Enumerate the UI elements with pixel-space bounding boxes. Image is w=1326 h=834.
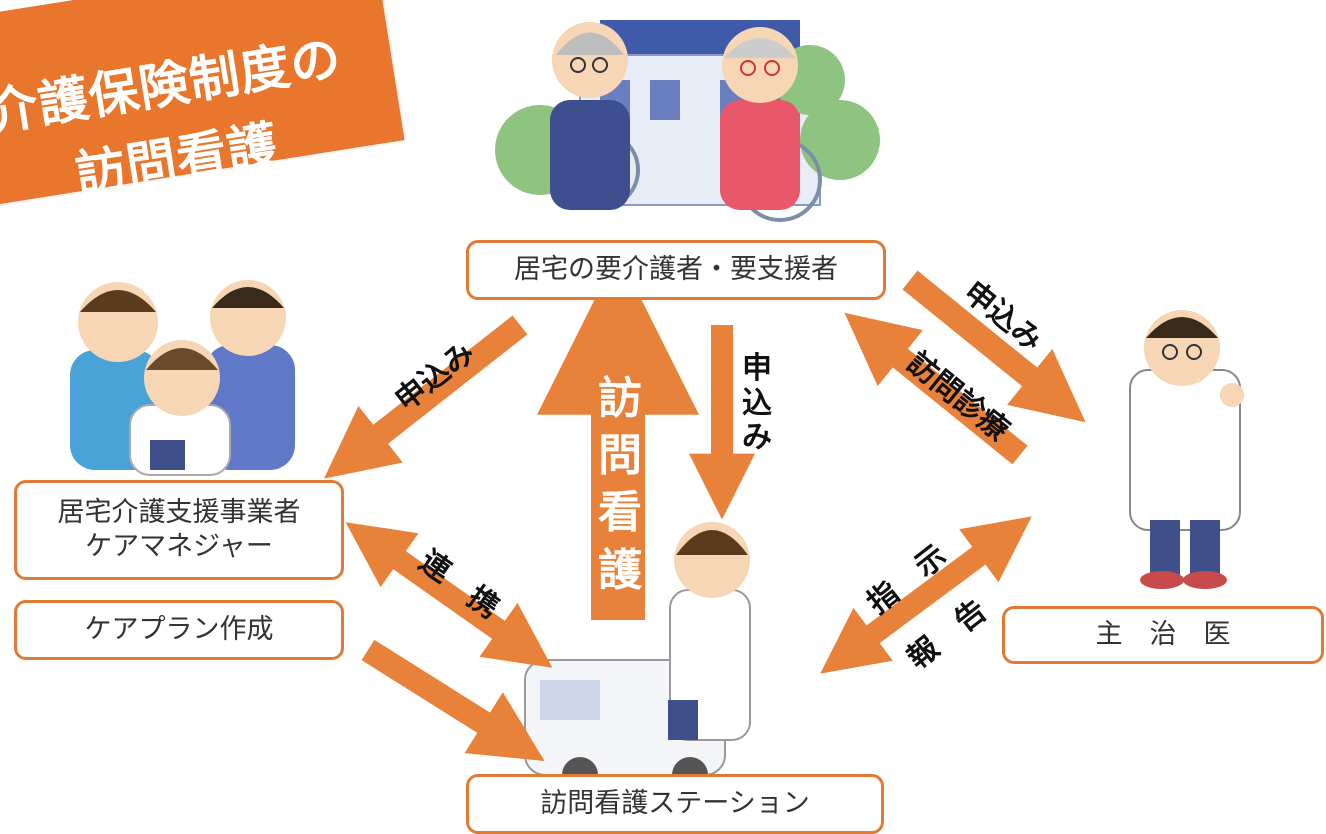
family-illustration: [70, 280, 295, 476]
arrow-caremanager-station: [345, 522, 553, 668]
node-care-manager-line1: 居宅介護支援事業者: [57, 497, 301, 529]
node-station-label: 訪問看護ステーション: [540, 788, 810, 820]
label-patient-to-station: 申 込 み: [742, 351, 772, 455]
node-patient-label: 居宅の要介護者・要支援者: [514, 254, 838, 286]
node-care-manager: 居宅介護支援事業者 ケアマネジャー: [14, 480, 344, 580]
elderly-couple-illustration: [495, 20, 880, 222]
node-doctor: 主 治 医: [1002, 606, 1324, 664]
arrow-doctor-to-patient: [844, 312, 1028, 465]
arrow-careplan-to-station: [361, 639, 545, 761]
node-doctor-label: 主 治 医: [1095, 619, 1231, 651]
node-patient: 居宅の要介護者・要支援者: [466, 240, 886, 300]
node-station: 訪問看護ステーション: [466, 774, 884, 834]
arrow-patient-to-doctor: [902, 270, 1086, 423]
arrow-doctor-station: [820, 516, 1032, 674]
node-care-manager-line2: ケアマネジャー: [85, 531, 273, 562]
doctor-illustration: [1129, 310, 1244, 589]
arrow-patient-to-caremanager: [324, 315, 528, 479]
node-care-plan-label: ケアプラン作成: [84, 614, 274, 646]
node-care-plan: ケアプラン作成: [14, 600, 344, 660]
label-station-to-patient: 訪 問 看 護: [598, 373, 642, 596]
